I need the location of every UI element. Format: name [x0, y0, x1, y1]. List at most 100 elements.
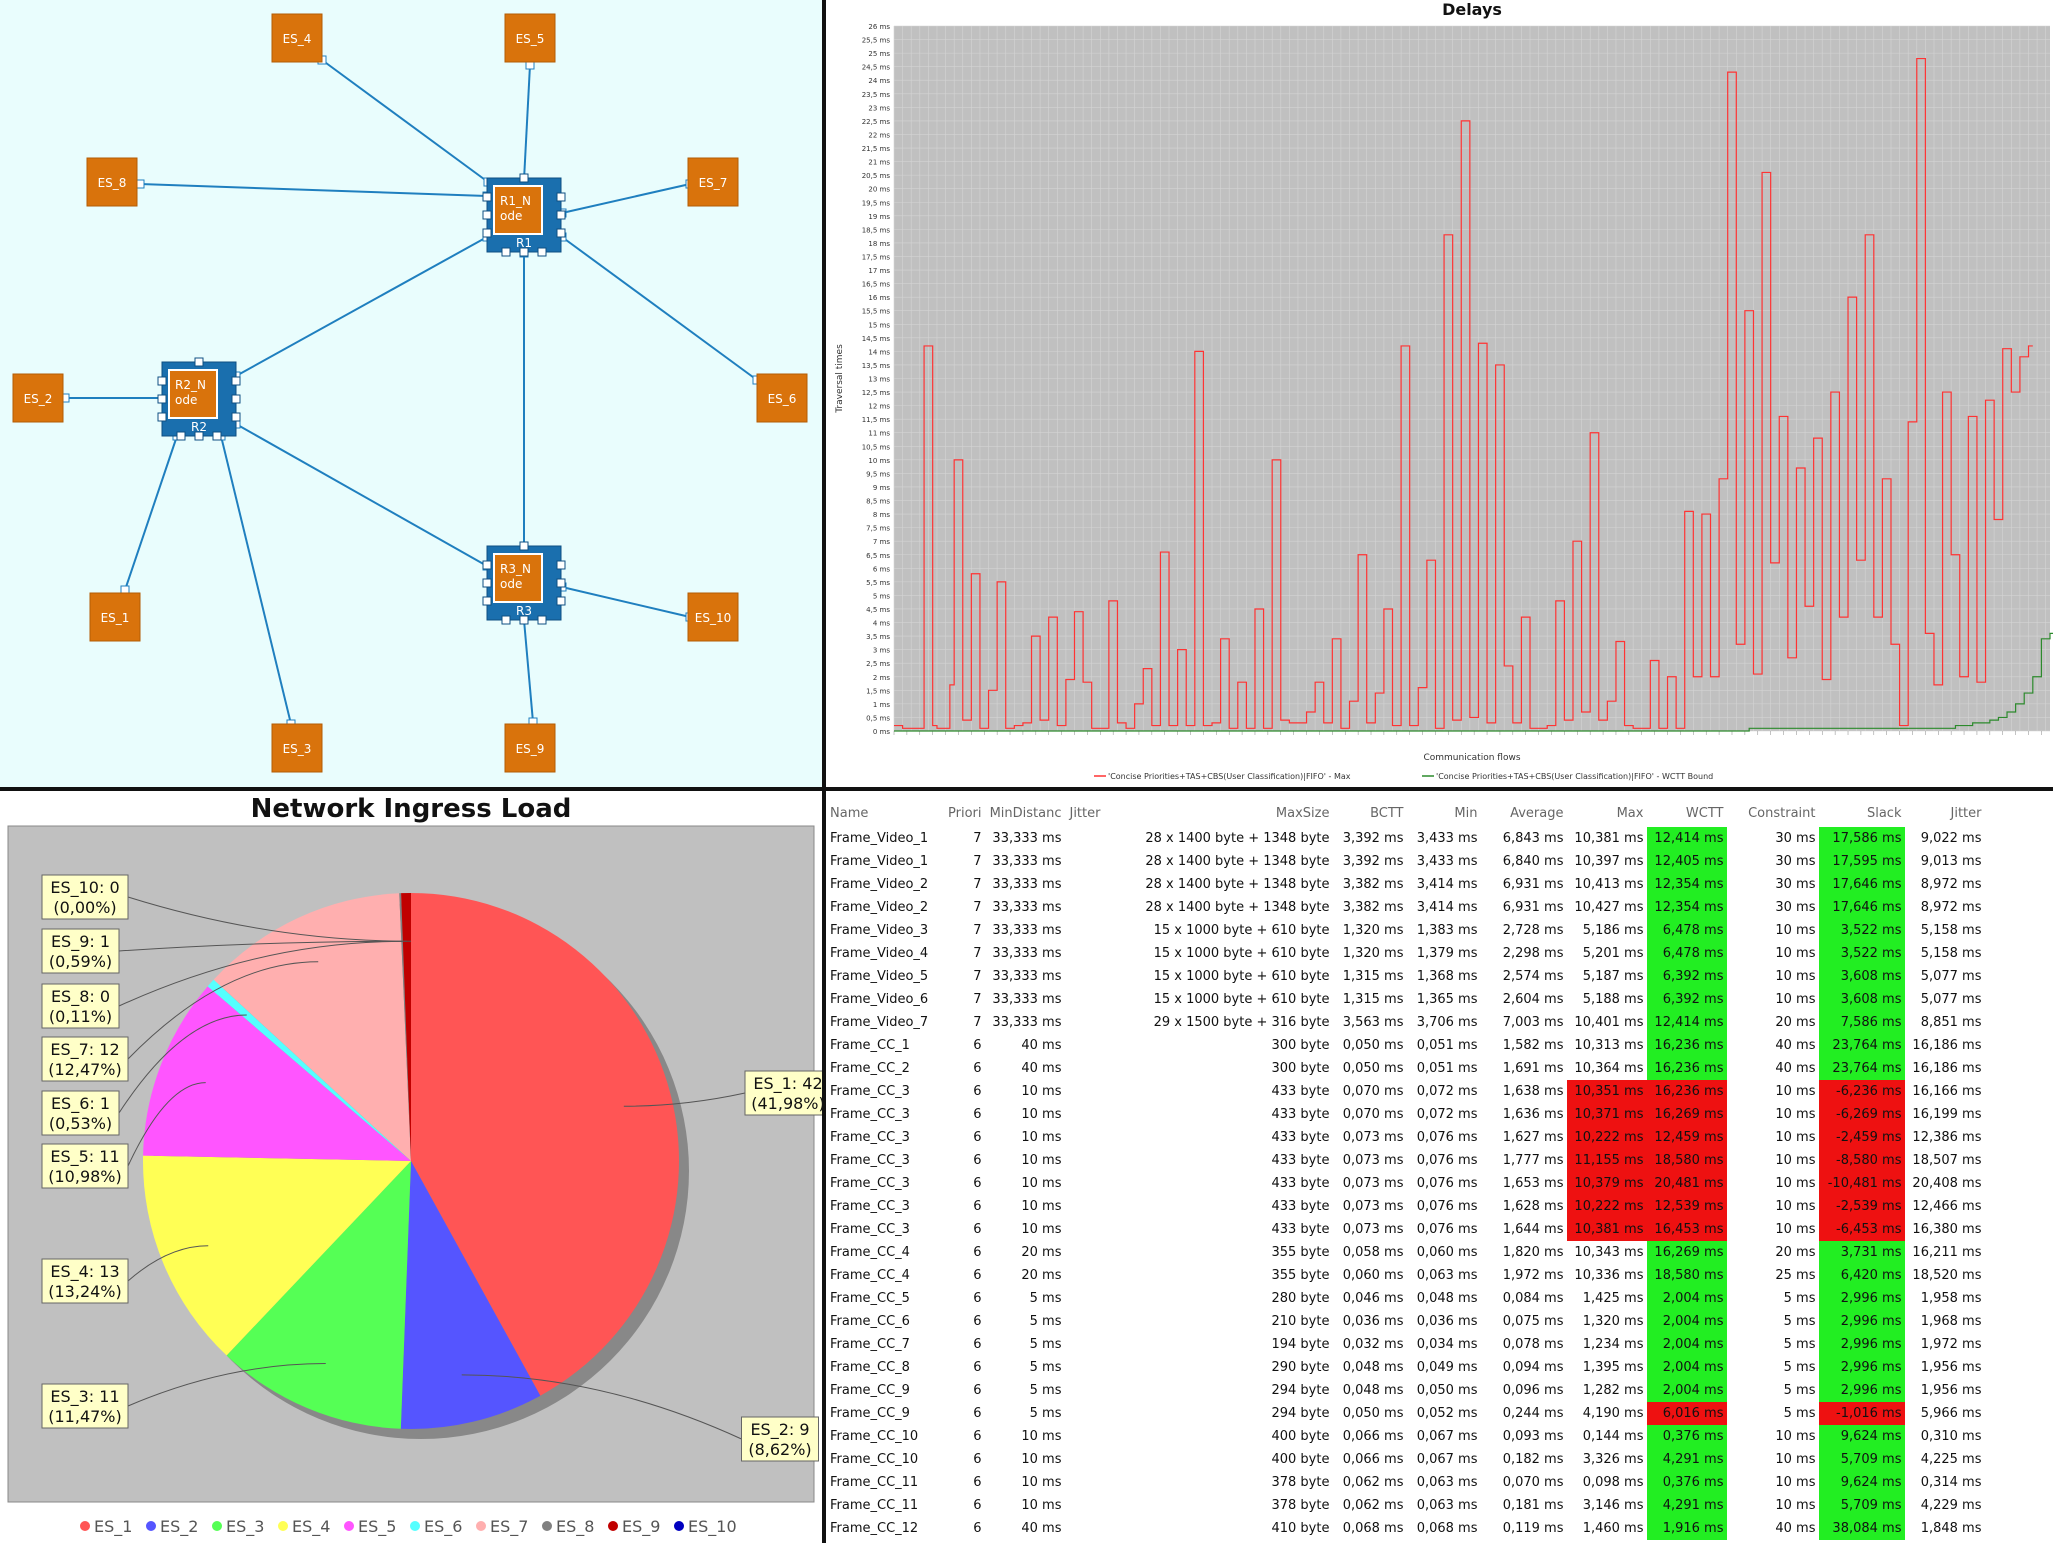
switch-node-box[interactable] — [168, 369, 218, 419]
end-system-es7[interactable]: ES_7 — [687, 157, 739, 207]
table-cell: 40 ms — [1021, 1038, 1062, 1053]
link-r2-es1[interactable] — [124, 435, 178, 591]
column-header-jitter[interactable]: Jitter — [1950, 805, 1982, 821]
link-r1-es6[interactable] — [561, 236, 758, 381]
link-r1-r2[interactable] — [235, 236, 488, 377]
column-header-priori[interactable]: Priori — [948, 805, 982, 821]
table-cell: Frame_Video_3 — [830, 923, 929, 938]
link-r1-es5[interactable] — [523, 64, 531, 181]
table-cell: 0,084 ms — [1502, 1291, 1564, 1306]
link-r1-es8[interactable] — [139, 183, 488, 197]
table-cell: 3,414 ms — [1416, 877, 1478, 892]
link-r1-es7[interactable] — [561, 183, 691, 214]
link-r3-es10[interactable] — [561, 586, 691, 618]
table-cell: 10,351 ms — [1567, 1080, 1648, 1103]
column-header-slack[interactable]: Slack — [1866, 805, 1902, 821]
switch-node-box[interactable] — [493, 553, 543, 603]
table-cell: -10,481 ms — [1819, 1172, 1906, 1195]
end-system-es3[interactable]: ES_3 — [271, 723, 323, 773]
link-r2-es3[interactable] — [220, 435, 292, 725]
column-header-average[interactable]: Average — [1510, 805, 1564, 821]
table-cell: 8,972 ms — [1920, 900, 1982, 915]
table-cell: 10 ms — [1021, 1429, 1062, 1444]
table-cell: 10,222 ms — [1567, 1195, 1648, 1218]
table-cell: 16,236 ms — [1647, 1057, 1728, 1080]
end-system-es5[interactable]: ES_5 — [504, 13, 556, 63]
switch-node-label: ode — [175, 393, 197, 407]
table-cell: 15 x 1000 byte + 610 byte — [1153, 946, 1330, 961]
link-r3-es9[interactable] — [523, 619, 534, 723]
column-header-constraint[interactable]: Constraint — [1748, 805, 1816, 821]
legend-label: ES_6 — [424, 1517, 462, 1537]
flows-table: Name Priori MinDistanc Jitter MaxSize BCTT Min… — [826, 799, 1985, 1540]
y-tick-label: 8 ms — [873, 511, 890, 519]
end-system-es9[interactable]: ES_9 — [504, 723, 556, 773]
y-tick-label: 20,5 ms — [862, 172, 891, 180]
table-cell: 16,269 ms — [1647, 1103, 1728, 1126]
end-system-es1[interactable]: ES_1 — [89, 592, 141, 642]
column-header-name[interactable]: Name — [830, 805, 869, 821]
end-system-es4[interactable]: ES_4 — [271, 13, 323, 63]
column-header-jitter[interactable]: Jitter — [1069, 805, 1101, 821]
table-cell: 4,291 ms — [1647, 1448, 1728, 1471]
table-cell: Frame_CC_4 — [830, 1245, 910, 1260]
link-r2-r3[interactable] — [235, 423, 488, 567]
end-system-es10[interactable]: ES_10 — [687, 592, 739, 642]
port-icon — [212, 431, 222, 441]
table-cell: 7,003 ms — [1502, 1015, 1564, 1030]
column-header-mindistanc[interactable]: MinDistanc — [989, 805, 1062, 821]
column-header-min[interactable]: Min — [1454, 805, 1478, 821]
switch-node-box[interactable] — [493, 185, 543, 235]
table-cell: 5 ms — [1029, 1360, 1062, 1375]
table-cell: 0,070 ms — [1342, 1084, 1404, 1099]
end-system-es6[interactable]: ES_6 — [756, 373, 808, 423]
column-header-wctt[interactable]: WCTT — [1685, 805, 1724, 821]
table-cell: 2,996 ms — [1819, 1310, 1906, 1333]
end-system-es8[interactable]: ES_8 — [86, 157, 138, 207]
link-r1-es4[interactable] — [321, 59, 489, 183]
column-header-bctt[interactable]: BCTT — [1370, 805, 1404, 821]
end-system-es2[interactable]: ES_2 — [12, 373, 64, 423]
table-cell — [1065, 919, 1137, 942]
column-header-maxsize[interactable]: MaxSize — [1275, 805, 1330, 821]
column-header-max[interactable]: Max — [1616, 805, 1644, 821]
table-cell — [1065, 1057, 1137, 1080]
